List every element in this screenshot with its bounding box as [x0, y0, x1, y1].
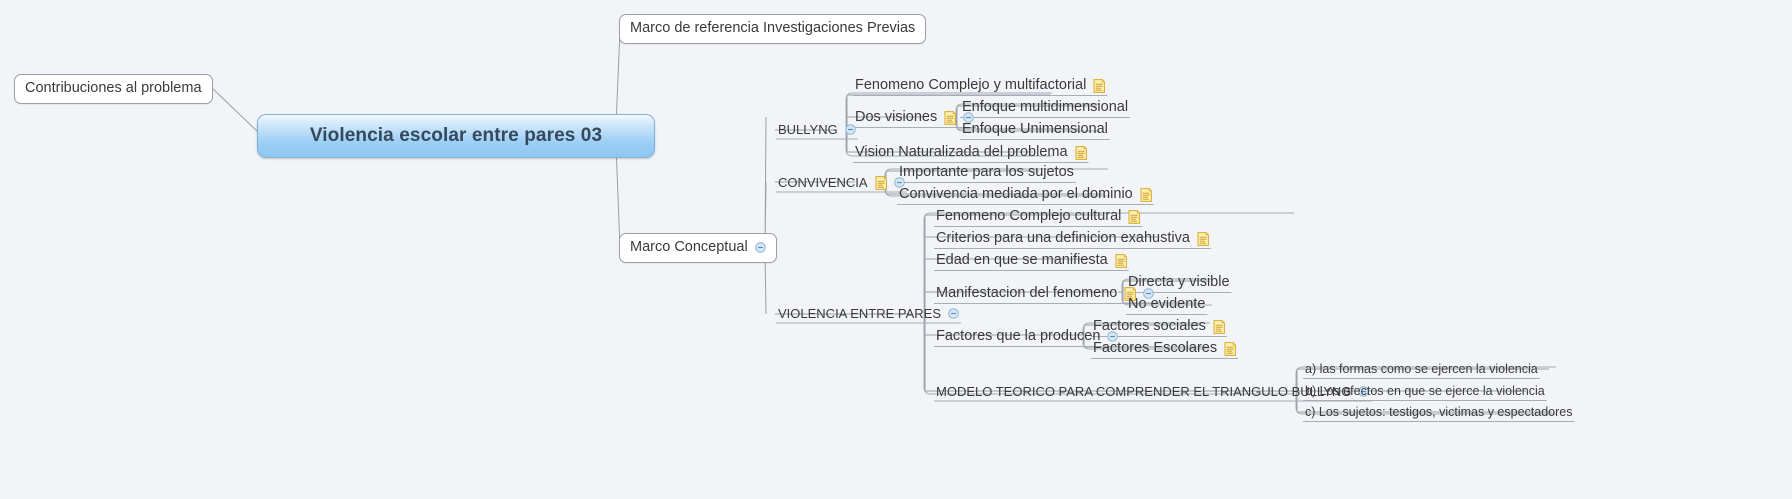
node-factores-sociales[interactable]: Factores sociales: [1089, 317, 1229, 337]
node-modelo-opcion-c[interactable]: c) Los sujetos: testigos, victimas y esp…: [1301, 404, 1576, 422]
node-criterios-para-una-definicion-exahustiva[interactable]: Criterios para una definicion exahustiva: [932, 229, 1213, 249]
note-icon[interactable]: [1115, 254, 1127, 269]
note-icon[interactable]: [1224, 342, 1237, 357]
node-manifestacion-del-fenomeno[interactable]: Manifestacion del fenomeno: [932, 284, 1158, 304]
root-node[interactable]: Violencia escolar entre pares 03: [257, 114, 655, 158]
node-label: Vision Naturalizada del problema: [855, 144, 1068, 160]
node-marco-conceptual[interactable]: Marco Conceptual: [619, 233, 777, 263]
node-modelo-opcion-b[interactable]: b) Los efectos en que se ejerce la viole…: [1301, 383, 1549, 401]
node-label: Marco de referencia Investigaciones Prev…: [630, 20, 916, 36]
note-icon[interactable]: [944, 111, 957, 126]
node-label: Manifestacion del fenomeno: [936, 285, 1118, 301]
node-modelo-opcion-a[interactable]: a) las formas como se ejercen la violenc…: [1301, 361, 1542, 379]
node-marco-de-referencia[interactable]: Marco de referencia Investigaciones Prev…: [619, 14, 927, 44]
node-label: Enfoque Unimensional: [962, 121, 1108, 137]
node-vision-naturalizada-del-problema[interactable]: Vision Naturalizada del problema: [851, 143, 1091, 163]
collapse-toggle-icon[interactable]: [948, 308, 959, 319]
node-label: a) las formas como se ejercen la violenc…: [1305, 362, 1538, 376]
note-icon[interactable]: [875, 176, 887, 190]
node-label: Directa y visible: [1128, 274, 1230, 290]
root-node-label: Violencia escolar entre pares 03: [309, 125, 603, 146]
note-icon[interactable]: [1124, 287, 1137, 302]
node-fenomeno-complejo-cultural[interactable]: Fenomeno Complejo cultural: [932, 207, 1144, 227]
node-label: Edad en que se manifiesta: [936, 252, 1108, 268]
node-enfoque-unimensional[interactable]: Enfoque Unimensional: [958, 120, 1112, 140]
node-label: Fenomeno Complejo y multifactorial: [855, 77, 1087, 93]
collapse-toggle-icon[interactable]: [1143, 287, 1155, 299]
node-label: No evidente: [1128, 296, 1206, 312]
node-label: MODELO TEORICO PARA COMPRENDER EL TRIANG…: [936, 384, 1352, 399]
node-label: Factores Escolares: [1093, 340, 1218, 356]
node-label: Dos visiones: [855, 109, 938, 125]
node-contribuciones-al-problema[interactable]: Contribuciones al problema: [14, 74, 213, 104]
note-icon[interactable]: [1197, 232, 1209, 247]
node-fenomeno-complejo-multifactorial[interactable]: Fenomeno Complejo y multifactorial: [851, 76, 1109, 96]
node-label: BULLYNG: [778, 122, 838, 137]
node-violencia-entre-pares[interactable]: VIOLENCIA ENTRE PARES: [774, 305, 963, 323]
note-icon[interactable]: [1128, 210, 1141, 225]
node-modelo-teorico[interactable]: MODELO TEORICO PARA COMPRENDER EL TRIANG…: [932, 383, 1373, 401]
node-label: Marco Conceptual: [630, 239, 748, 255]
node-label: c) Los sujetos: testigos, victimas y esp…: [1305, 405, 1573, 419]
note-icon[interactable]: [1093, 79, 1106, 94]
collapse-toggle-icon[interactable]: [1107, 330, 1119, 342]
node-factores-que-la-producen[interactable]: Factores que la producen: [932, 327, 1122, 347]
node-label: Fenomeno Complejo cultural: [936, 208, 1122, 224]
note-icon[interactable]: [1075, 146, 1087, 161]
node-dos-visiones[interactable]: Dos visiones: [851, 108, 978, 128]
node-edad-en-que-se-manifiesta[interactable]: Edad en que se manifiesta: [932, 251, 1131, 271]
node-importante-para-los-sujetos[interactable]: Importante para los sujetos: [895, 163, 1078, 183]
node-convivencia-mediada-por-el-dominio[interactable]: Convivencia mediada por el dominio: [895, 185, 1156, 205]
collapse-toggle-icon[interactable]: [963, 111, 975, 123]
node-label: Factores que la producen: [936, 328, 1101, 344]
collapse-toggle-icon[interactable]: [754, 241, 766, 253]
node-label: Importante para los sujetos: [899, 164, 1074, 180]
node-label: Criterios para una definicion exahustiva: [936, 230, 1190, 246]
node-no-evidente[interactable]: No evidente: [1124, 295, 1209, 315]
node-label: VIOLENCIA ENTRE PARES: [778, 306, 942, 321]
collapse-toggle-icon[interactable]: [844, 124, 856, 135]
node-directa-y-visible[interactable]: Directa y visible: [1124, 273, 1234, 293]
note-icon[interactable]: [1140, 188, 1152, 203]
node-label: Contribuciones al problema: [25, 80, 202, 96]
node-label: b) Los efectos en que se ejerce la viole…: [1305, 384, 1545, 398]
collapse-toggle-icon[interactable]: [1358, 386, 1370, 397]
node-label: CONVIVENCIA: [778, 174, 868, 190]
node-label: Factores sociales: [1093, 318, 1206, 334]
node-label: Convivencia mediada por el dominio: [899, 186, 1133, 202]
node-enfoque-multidimensional[interactable]: Enfoque multidimensional: [958, 98, 1132, 118]
collapse-toggle-icon[interactable]: [893, 176, 905, 188]
note-icon[interactable]: [1213, 320, 1225, 335]
node-bullyng[interactable]: BULLYNG: [774, 121, 860, 139]
node-label: Enfoque multidimensional: [962, 99, 1129, 115]
node-factores-escolares[interactable]: Factores Escolares: [1089, 339, 1240, 359]
node-convivencia[interactable]: CONVIVENCIA: [774, 173, 909, 192]
